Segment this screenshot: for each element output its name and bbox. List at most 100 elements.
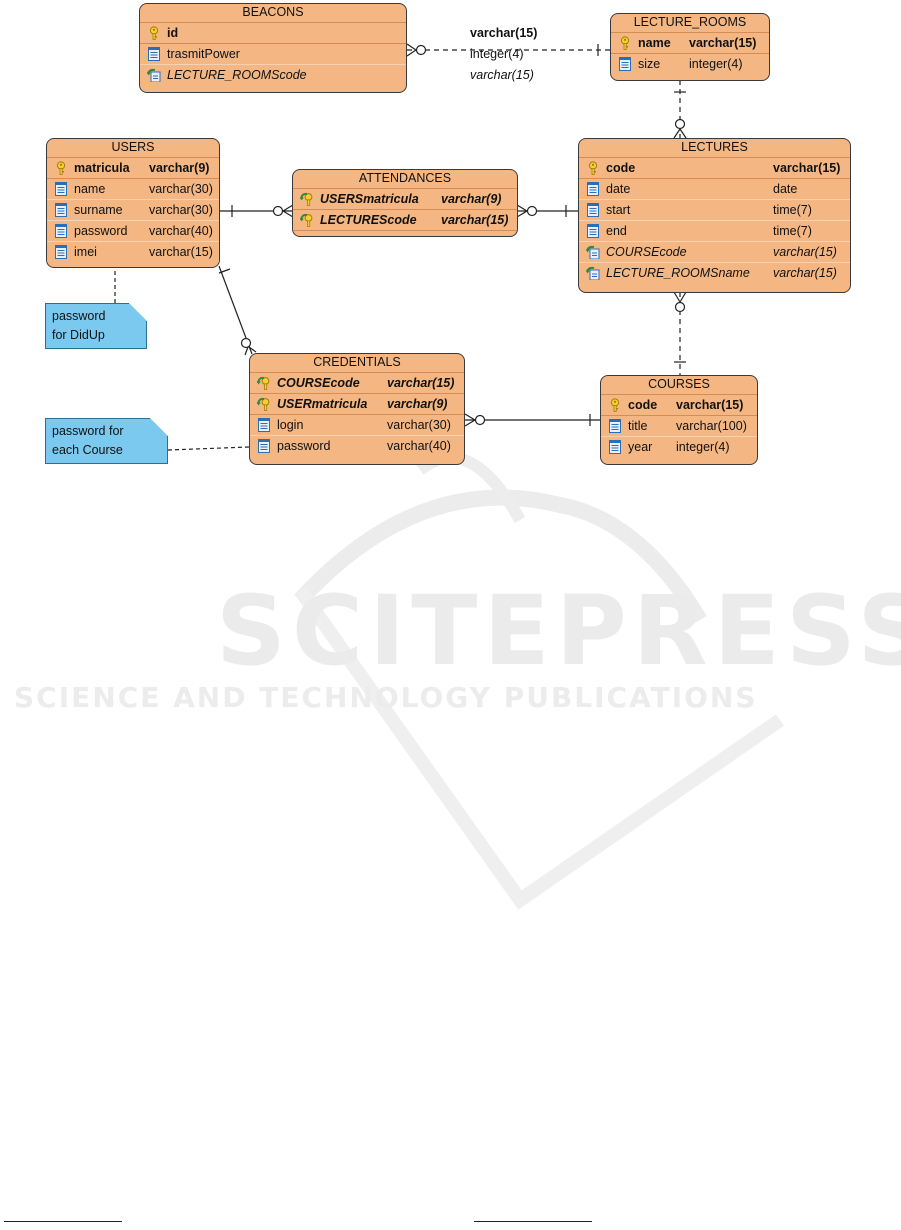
column-name: USERmatricula	[277, 397, 368, 411]
column-name: imei	[74, 245, 97, 259]
entity-column-row[interactable]: USERmatricula varchar(9)	[250, 394, 464, 415]
column-type: varchar(15)	[773, 161, 841, 175]
column-name: code	[606, 161, 636, 175]
note-connector-course	[167, 446, 250, 451]
entity-column-row[interactable]: name varchar(30)	[47, 179, 219, 200]
entity-attendances[interactable]: ATTENDANCES USERSmatricula varchar(9) LECTU…	[292, 169, 518, 237]
entity-column-row[interactable]: end time(7)	[579, 221, 850, 242]
note-didup-line2: for DidUp	[52, 328, 105, 342]
column-name: code	[628, 398, 658, 412]
column-name: size	[638, 57, 661, 71]
column-type: varchar(40)	[149, 224, 213, 238]
column-name: title	[628, 419, 648, 433]
column-name: end	[606, 224, 627, 238]
key-foreign-key-icon	[300, 213, 313, 227]
note-password-didup: password for DidUp	[45, 303, 147, 349]
column-type: varchar(30)	[387, 418, 451, 432]
entity-column-row[interactable]: password varchar(40)	[250, 436, 464, 456]
key-foreign-key-icon	[257, 397, 270, 411]
column-name: start	[606, 203, 631, 217]
column-type: varchar(15)	[470, 68, 534, 82]
column-type: varchar(40)	[387, 439, 451, 453]
column-icon	[609, 419, 621, 433]
key-icon	[610, 398, 620, 412]
column-type: integer(4)	[689, 57, 743, 71]
note-didup-line1: password	[52, 309, 106, 323]
entity-title: COURSES	[601, 376, 757, 395]
entity-title: BEACONS	[140, 4, 406, 23]
entity-column-row[interactable]: imei varchar(15)	[47, 242, 219, 262]
note-fold-corner	[150, 418, 168, 436]
column-type: varchar(15)	[773, 266, 837, 280]
entity-column-row[interactable]: start time(7)	[579, 200, 850, 221]
column-icon	[55, 203, 67, 217]
entity-column-row[interactable]: trasmitPower integer(4)	[140, 44, 524, 65]
column-type: varchar(15)	[149, 245, 213, 259]
footnote-rule-left	[4, 1221, 122, 1222]
column-icon	[587, 203, 599, 217]
column-icon	[55, 224, 67, 238]
column-name: trasmitPower	[167, 47, 240, 61]
entity-column-row[interactable]: size integer(4)	[611, 54, 769, 74]
column-type: varchar(9)	[387, 397, 448, 411]
column-name: password	[277, 439, 331, 453]
entity-column-row[interactable]: LECTURE_ROOMScode varchar(15)	[140, 65, 534, 85]
column-type: varchar(30)	[149, 182, 213, 196]
column-type: varchar(30)	[149, 203, 213, 217]
column-name: date	[606, 182, 631, 196]
column-icon	[587, 182, 599, 196]
column-name: LECTURE_ROOMScode	[167, 68, 307, 82]
column-name: LECTUREScode	[320, 213, 417, 227]
column-icon	[55, 245, 67, 259]
column-type: varchar(9)	[149, 161, 210, 175]
column-type: time(7)	[773, 203, 812, 217]
column-name: year	[628, 440, 653, 454]
key-icon	[588, 161, 598, 175]
column-type: integer(4)	[470, 47, 524, 61]
key-foreign-key-icon	[300, 192, 313, 206]
column-name: USERSmatricula	[320, 192, 419, 206]
note-course-line1: password for	[52, 424, 124, 438]
column-icon	[619, 57, 631, 71]
entity-column-row[interactable]: USERSmatricula varchar(9)	[293, 189, 517, 210]
column-type: varchar(15)	[773, 245, 837, 259]
column-type: varchar(15)	[441, 213, 509, 227]
key-icon	[56, 161, 66, 175]
column-type: varchar(9)	[441, 192, 502, 206]
column-icon	[587, 224, 599, 238]
entity-title: ATTENDANCES	[293, 170, 517, 189]
entity-column-row[interactable]: surname varchar(30)	[47, 200, 219, 221]
entity-column-row[interactable]: year integer(4)	[601, 437, 757, 457]
column-type: time(7)	[773, 224, 812, 238]
entity-column-row[interactable]: LECTUREScode varchar(15)	[293, 210, 517, 231]
column-type: integer(4)	[676, 440, 730, 454]
column-name: surname	[74, 203, 123, 217]
column-icon	[258, 418, 270, 432]
column-type: varchar(15)	[470, 26, 538, 40]
note-course-line2: each Course	[52, 443, 123, 457]
key-icon	[149, 26, 159, 40]
column-name: COURSEcode	[277, 376, 360, 390]
entity-title: USERS	[47, 139, 219, 158]
entity-column-row[interactable]: code varchar(15)	[579, 158, 850, 179]
column-name: name	[74, 182, 106, 196]
